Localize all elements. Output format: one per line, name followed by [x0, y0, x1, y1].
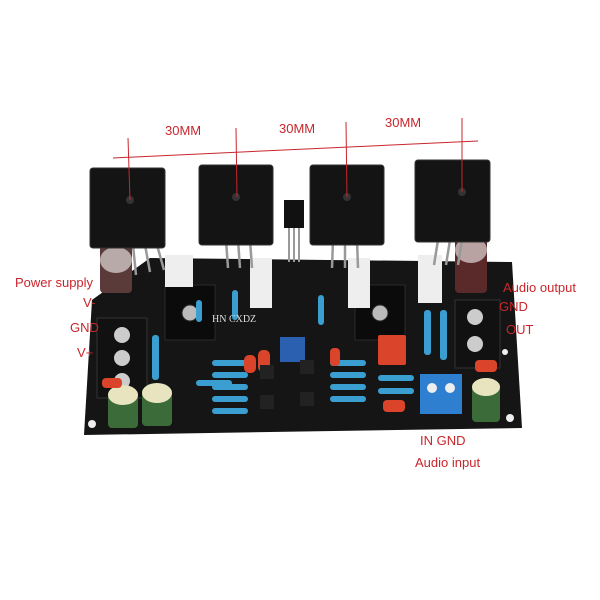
power-transistors [89, 159, 491, 276]
ceramic-resistors [165, 255, 442, 308]
v-minus-label: V- [83, 295, 96, 310]
electrolytic-capacitors [100, 235, 500, 428]
gnd-power-label: GND [70, 320, 99, 335]
audio-input-label: Audio input [415, 455, 481, 470]
dimension-label-2: 30MM [279, 121, 316, 136]
mounting-holes [88, 349, 514, 428]
out-label: OUT [506, 322, 534, 337]
audio-output-label: Audio output [503, 280, 577, 295]
power-supply-label: Power supply [15, 275, 94, 290]
resistors [152, 290, 447, 414]
power-terminal-block [96, 317, 148, 399]
trimmer-potentiometer [280, 337, 305, 362]
in-gnd-label: IN GND [420, 433, 466, 448]
silkscreen-brand: HN CXDZ [212, 314, 256, 325]
output-terminal-block [454, 299, 501, 369]
small-transistors [260, 360, 314, 409]
input-terminal-block [420, 374, 462, 414]
v-plus-label: V+ [77, 345, 94, 360]
film-capacitors [102, 335, 497, 412]
dimension-label-1: 30MM [165, 123, 202, 138]
gnd-output-label: GND [499, 299, 528, 314]
dimension-label-3: 30MM [385, 115, 422, 130]
bias-transistor [284, 200, 304, 262]
dimension-lines [112, 118, 479, 201]
